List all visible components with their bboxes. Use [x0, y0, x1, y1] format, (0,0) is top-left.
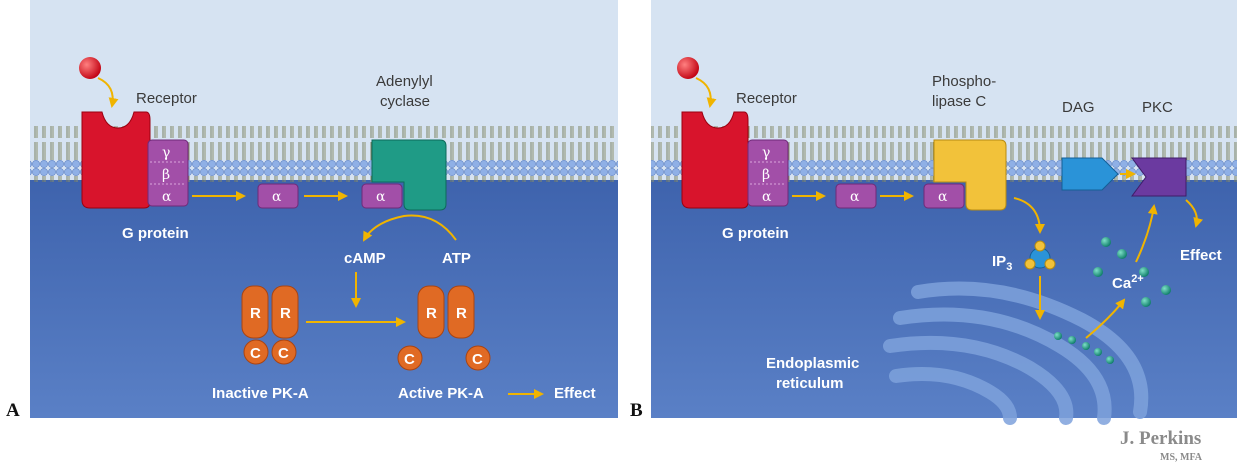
g-protein-complex-b: γ β α — [747, 139, 789, 207]
svg-text:R: R — [250, 305, 261, 322]
ip3-label: IP3 — [992, 253, 1012, 273]
artist-signature: J. Perkins — [1120, 428, 1201, 449]
ligand-icon — [79, 57, 101, 79]
cytoplasm — [30, 180, 618, 418]
er-label-1: Endoplasmic — [766, 355, 859, 372]
g-protein-label-b: G protein — [722, 225, 789, 242]
panel-b: Receptor γ β α G protein α α Phospho- li… — [630, 0, 1237, 425]
adenylyl-label-1: Adenylyl — [376, 73, 433, 90]
svg-text:γ: γ — [762, 145, 770, 161]
plc-label-1: Phospho- — [932, 73, 996, 90]
svg-text:C: C — [404, 351, 415, 368]
receptor-icon — [81, 111, 151, 209]
svg-text:α: α — [272, 189, 282, 205]
plc-label-2: lipase C — [932, 93, 986, 110]
pkc-icon — [1131, 157, 1187, 197]
er-label-2: reticulum — [776, 375, 844, 392]
atp-label: ATP — [442, 250, 471, 267]
ip3-icon — [1024, 240, 1056, 270]
svg-text:α: α — [376, 189, 386, 205]
svg-text:R: R — [280, 305, 291, 322]
svg-text:R: R — [426, 305, 437, 322]
calcium-ions-icon — [1054, 237, 1171, 364]
g-alpha-bound-b: α — [923, 183, 965, 209]
panel-a-letter: A — [6, 400, 20, 421]
g-alpha-subunit: α — [257, 183, 299, 209]
g-alpha-subunit-b: α — [835, 183, 877, 209]
calcium-label: Ca2+ — [1112, 273, 1144, 292]
svg-text:C: C — [278, 345, 289, 362]
effect-label-b: Effect — [1180, 247, 1222, 264]
g-alpha-bound: α — [361, 183, 403, 209]
adenylyl-label-2: cyclase — [380, 93, 430, 110]
svg-text:α: α — [938, 189, 948, 205]
inactive-pka-icon: R R C C — [241, 285, 299, 365]
active-pka-label: Active PK-A — [398, 385, 484, 402]
svg-text:α: α — [162, 189, 172, 205]
svg-text:β: β — [762, 167, 770, 183]
dag-label: DAG — [1062, 99, 1095, 116]
inactive-pka-label: Inactive PK-A — [212, 385, 309, 402]
panel-b-letter: B — [630, 400, 643, 421]
phospholipase-c-icon — [933, 139, 1007, 211]
g-protein-label: G protein — [122, 225, 189, 242]
ligand-icon-b — [677, 57, 699, 79]
effect-label-a: Effect — [554, 385, 596, 402]
svg-text:R: R — [456, 305, 467, 322]
endoplasmic-reticulum-icon — [883, 281, 1149, 425]
receptor-label: Receptor — [136, 90, 197, 107]
receptor-label-b: Receptor — [736, 90, 797, 107]
svg-text:α: α — [762, 189, 772, 205]
svg-text:C: C — [472, 351, 483, 368]
panel-a: Receptor γ β α G protein α α Adenylyl cy… — [6, 0, 618, 421]
artist-credentials: MS, MFA — [1160, 452, 1203, 463]
svg-text:C: C — [250, 345, 261, 362]
camp-label: cAMP — [344, 250, 386, 267]
receptor-icon-b — [681, 111, 749, 209]
adenylyl-cyclase-icon — [371, 139, 447, 211]
active-pka-icon: R R C C — [397, 285, 491, 371]
svg-text:β: β — [162, 167, 170, 183]
pkc-label: PKC — [1142, 99, 1173, 116]
g-protein-complex: γ β α — [147, 139, 189, 207]
dag-icon — [1061, 157, 1119, 191]
svg-text:α: α — [850, 189, 860, 205]
svg-text:γ: γ — [162, 145, 170, 161]
